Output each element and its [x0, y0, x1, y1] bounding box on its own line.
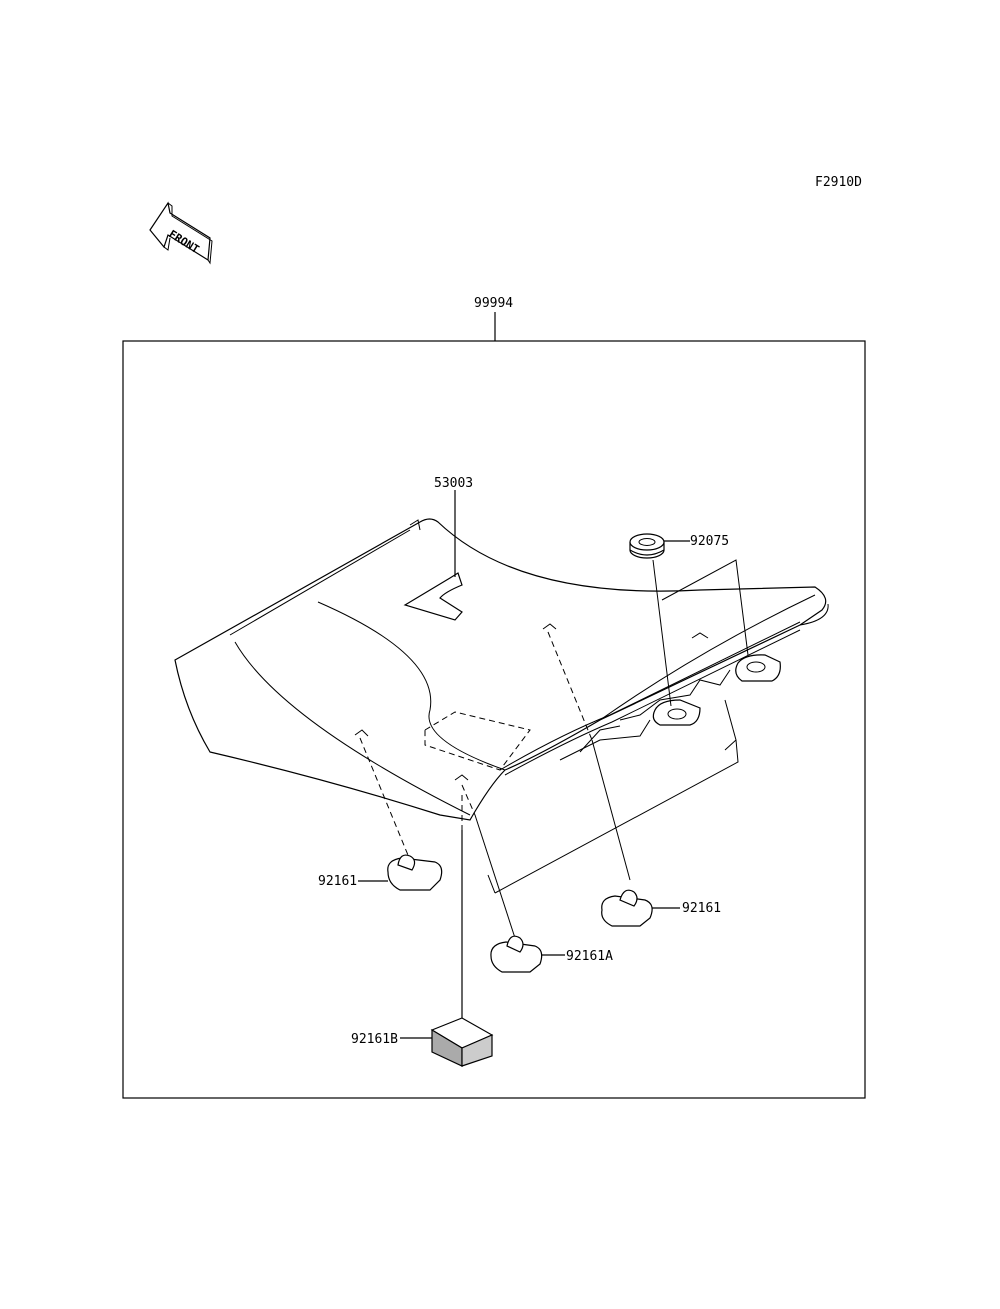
damper-right-callout: 92161: [682, 901, 721, 916]
mounting-tab-right: [735, 654, 781, 682]
seat-label-tab: [403, 572, 463, 621]
front-direction-arrow-icon: FRONT: [149, 201, 213, 265]
seat-cover: [174, 518, 829, 821]
damper-right-icon: [601, 889, 653, 927]
mounting-tab-left: [652, 699, 701, 726]
damper-a-icon: [490, 935, 543, 973]
damper-left-icon: [387, 854, 443, 891]
damper-b-callout: 92161B: [351, 1032, 398, 1047]
damper-a-callout: 92161A: [566, 949, 613, 964]
assembly-frame: [122, 340, 866, 1099]
locator-marks: [354, 623, 709, 781]
diagram-code: F2910D: [815, 175, 862, 190]
damper-b-block-icon: [430, 1017, 494, 1067]
grommet-callout: 92075: [690, 534, 729, 549]
assembly-callout: 99994: [474, 296, 513, 311]
damper-left-callout: 92161: [318, 874, 357, 889]
grommet-icon: [629, 533, 665, 559]
seat-top-callout: 53003: [434, 476, 473, 491]
